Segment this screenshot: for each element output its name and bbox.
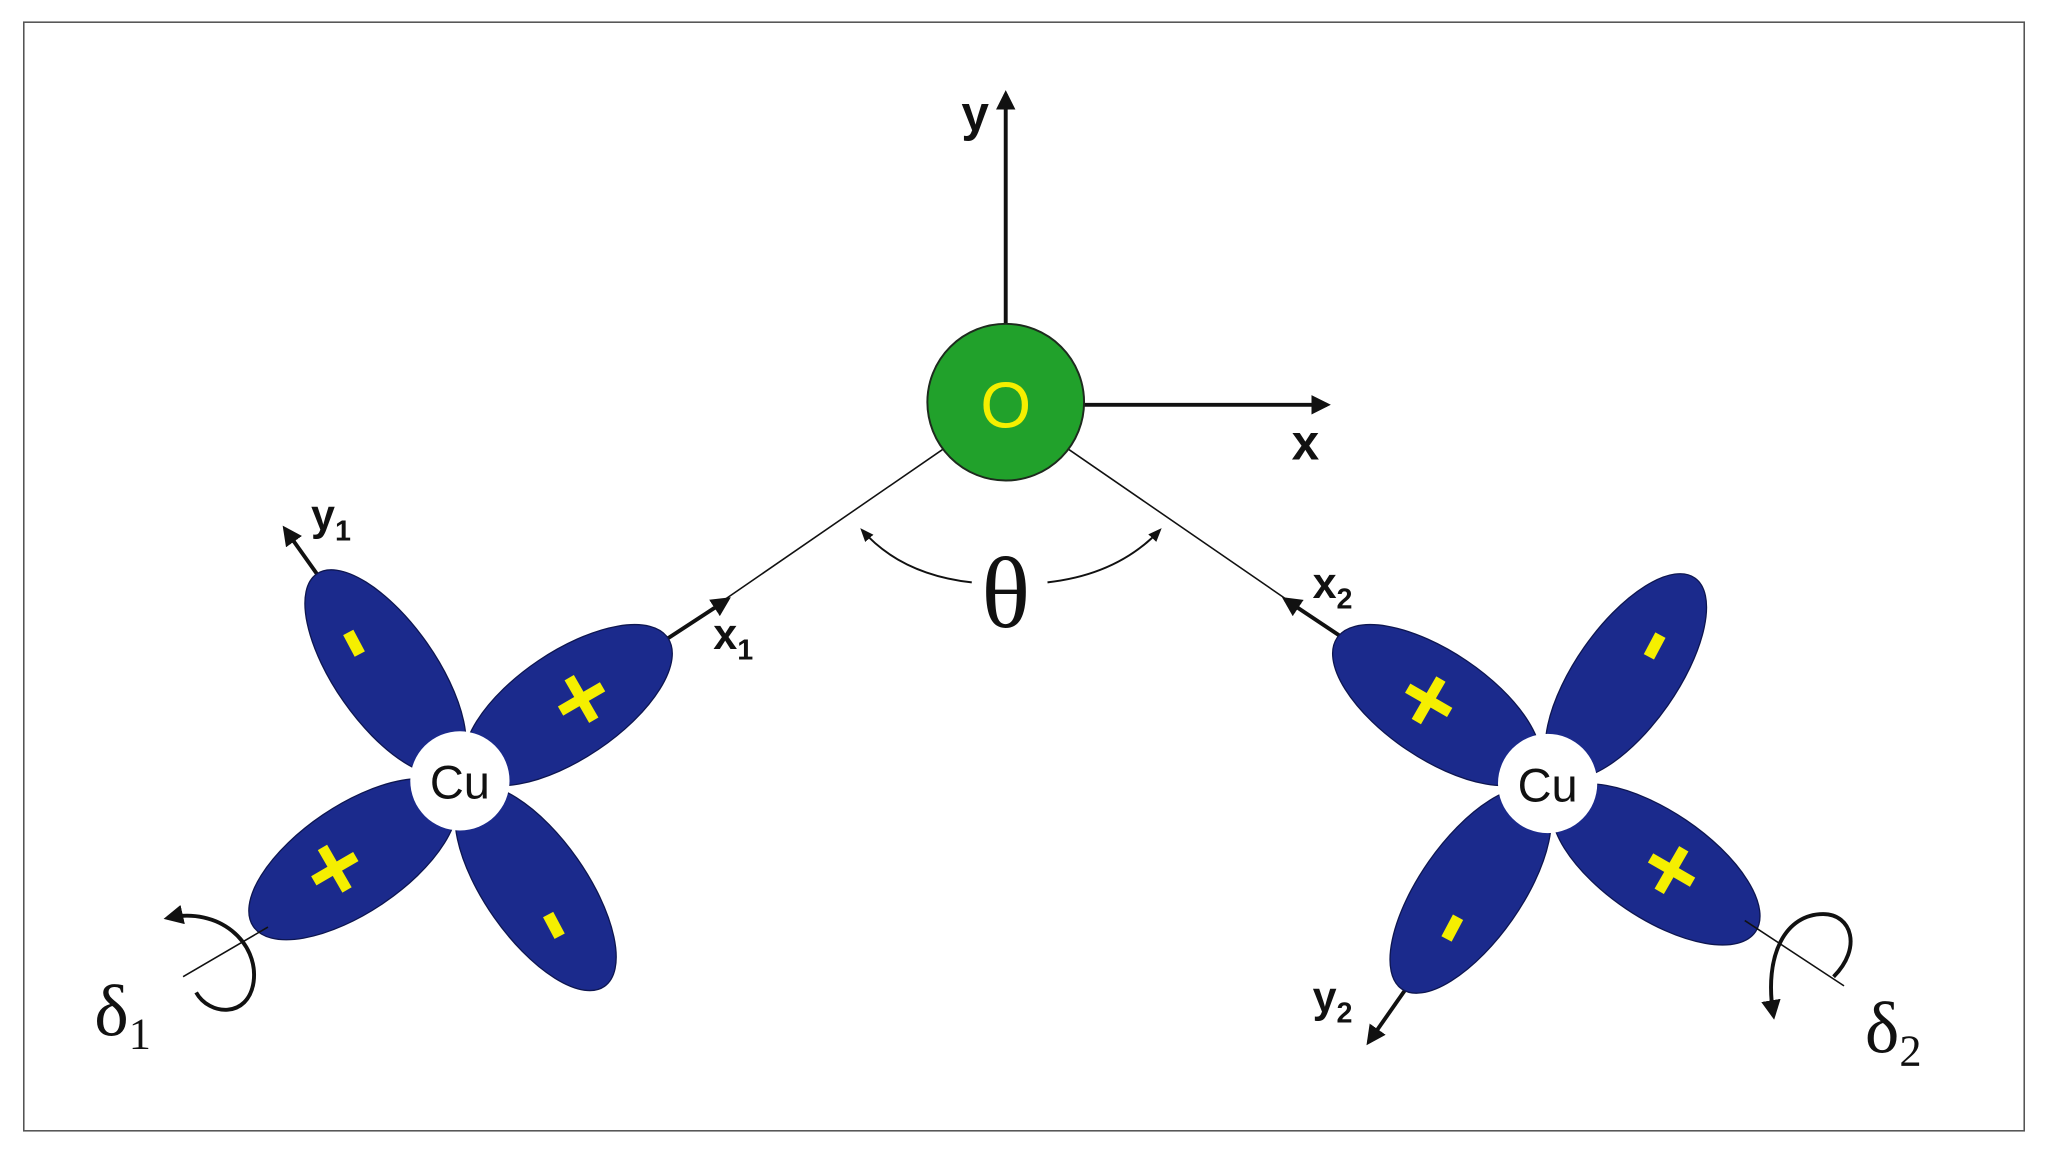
x-axis-label: x bbox=[1292, 415, 1320, 471]
x1-axis-arrow bbox=[662, 597, 731, 643]
x1-axis-label: x1 bbox=[713, 611, 753, 666]
oxygen-label: O bbox=[980, 368, 1031, 441]
y1-axis-arrow bbox=[282, 525, 322, 580]
angle-theta-label: θ bbox=[981, 537, 1030, 650]
rotation-axis-left bbox=[182, 926, 269, 978]
rotation-label-left: δ1 bbox=[94, 970, 151, 1058]
copper-right-group: x2 y2 - + + - Cu δ2 bbox=[1281, 560, 1922, 1076]
y2-axis-arrow bbox=[1366, 988, 1407, 1046]
rotation-arrow-left bbox=[163, 904, 256, 1012]
y2-axis-label: y2 bbox=[1313, 974, 1353, 1029]
oxygen-atom bbox=[926, 322, 1086, 482]
angle-arc-right-arrow bbox=[1047, 528, 1162, 584]
rotation-axis-right bbox=[1744, 919, 1845, 987]
rotation-arrow-right bbox=[1761, 912, 1853, 1020]
y-axis-label: y bbox=[961, 86, 989, 142]
x2-axis-label: x2 bbox=[1313, 560, 1353, 615]
copper-atom-left bbox=[410, 731, 510, 831]
angle-arc-left-arrow bbox=[860, 528, 972, 584]
copper-atom-right bbox=[1497, 733, 1598, 834]
copper-label-right: Cu bbox=[1518, 758, 1578, 811]
x2-axis-arrow bbox=[1281, 597, 1349, 643]
y1-axis-label: y1 bbox=[311, 492, 351, 547]
rotation-label-right: δ2 bbox=[1865, 987, 1922, 1075]
copper-label-left: Cu bbox=[430, 756, 490, 809]
copper-left-group: x1 y1 - + + - Cu δ1 bbox=[94, 492, 753, 1058]
